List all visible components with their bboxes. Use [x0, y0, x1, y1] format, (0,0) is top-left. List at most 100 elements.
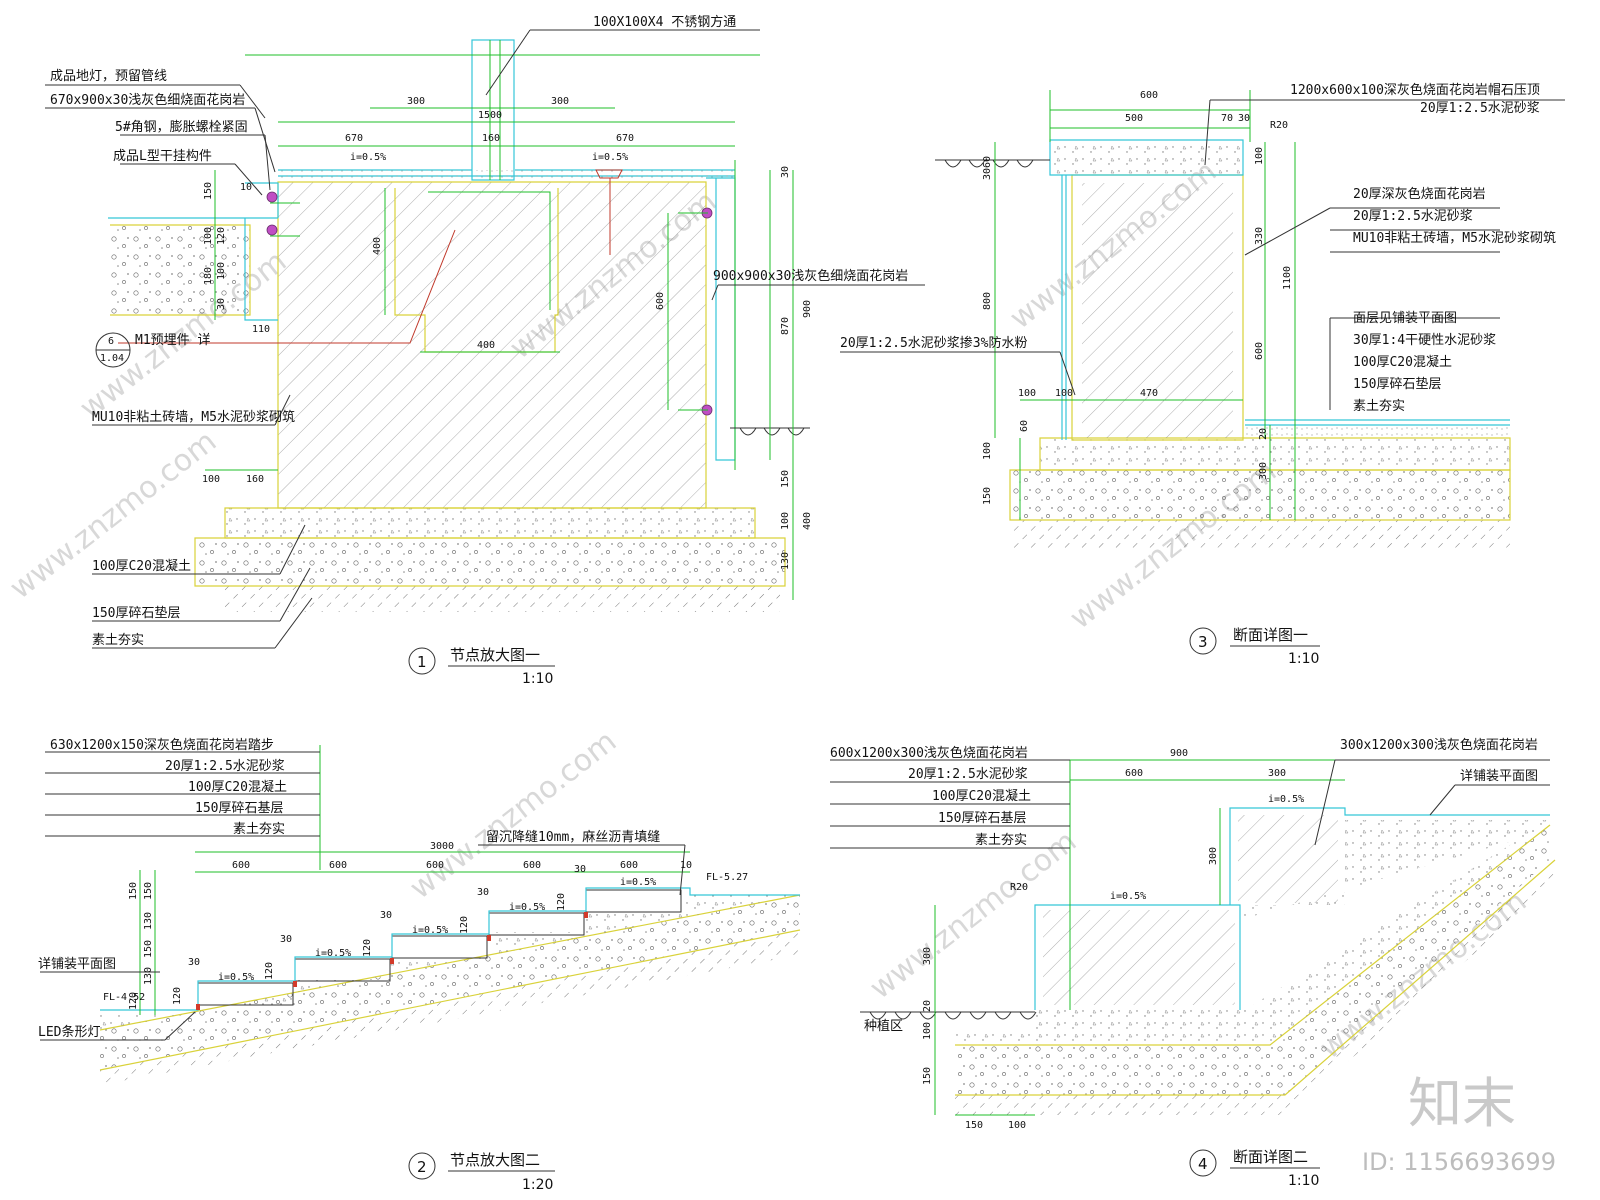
- dim-text: 100: [1254, 147, 1265, 165]
- dim-text: 150: [780, 470, 791, 488]
- dim-text: 1500: [478, 110, 502, 121]
- label-paving-ref: 面层见铺装平面图: [1353, 311, 1457, 326]
- dim-text: R20: [1270, 120, 1288, 131]
- dim-text: 70: [1221, 113, 1233, 124]
- label-granite-600: 600x1200x300浅灰色烧面花岗岩: [830, 745, 1028, 761]
- dim-slope: i=0.5%: [592, 152, 628, 163]
- dim-text: 300: [1258, 462, 1269, 480]
- brick-wall: [1082, 183, 1233, 438]
- dim-text: 400: [802, 512, 813, 530]
- dim-text: 150: [128, 882, 139, 900]
- dim-text: 30: [1238, 113, 1250, 124]
- detail-4-number: 4: [1198, 1155, 1208, 1173]
- dim-text: 1100: [1282, 266, 1293, 290]
- label-soil: 素土夯实: [1353, 399, 1405, 414]
- label-l-hanger: 成品L型干挂构件: [113, 149, 212, 164]
- dim-text: 100: [1008, 1120, 1026, 1131]
- dim-text: 600: [1125, 768, 1143, 779]
- granite-block-upper: [1238, 815, 1338, 903]
- detail-3: 1200x600x100深灰色烧面花岗岩帽石压顶 20厚1:2.5水泥砂浆 20…: [840, 82, 1565, 667]
- label-mortar: 20厚1:2.5水泥砂浆: [908, 767, 1028, 782]
- dim-slope: i=0.5%: [1268, 794, 1304, 805]
- dim-text: 800: [982, 292, 993, 310]
- dim-text: 20: [922, 1000, 933, 1012]
- label-dry-mortar: 30厚1:4干硬性水泥砂浆: [1353, 333, 1496, 348]
- dim-text: 670: [345, 133, 363, 144]
- label-concrete: 100厚C20混凝土: [932, 788, 1031, 804]
- detail-3-scale: 1:10: [1288, 651, 1319, 667]
- dim-slope: i=0.5%: [509, 902, 545, 913]
- label-concrete: 100厚C20混凝土: [188, 779, 287, 795]
- label-soil: 素土夯实: [975, 833, 1027, 848]
- dim-text: 150: [922, 1067, 933, 1085]
- dim-text: 130: [780, 552, 791, 570]
- dim-text: 60: [1019, 420, 1030, 432]
- dim-text: 100: [203, 227, 214, 245]
- dim-text: 20: [1258, 428, 1269, 440]
- dim-text: 300: [551, 96, 569, 107]
- dim-text: 400: [477, 340, 495, 351]
- dim-text: 300: [1268, 768, 1286, 779]
- dim-text: 100: [216, 262, 227, 280]
- label-settlement-joint: 留沉降缝10mm，麻丝沥青填缝: [486, 830, 660, 845]
- dim-text: 100: [1055, 388, 1073, 399]
- label-brick-wall: MU10非粘土砖墙，M5水泥砂浆砌筑: [92, 409, 295, 425]
- dim-text: R20: [1010, 882, 1028, 893]
- gravel-layer: [955, 825, 1550, 1095]
- brick-wall: [278, 182, 706, 508]
- detail-1: 6 1.04 100X100X4 不锈钢方通 成品地灯，预留管线 670x900…: [45, 14, 925, 687]
- label-steel-tube: 100X100X4 不锈钢方通: [593, 14, 736, 30]
- dim-text: 180: [203, 267, 214, 285]
- label-mortar: 20厚1:2.5水泥砂浆: [1353, 209, 1473, 224]
- dim-text: 10: [240, 182, 252, 193]
- label-granite-900: 900x900x30浅灰色细烧面花岗岩: [713, 268, 908, 284]
- label-gravel: 150厚碎石基层: [938, 811, 1026, 826]
- label-granite-300: 300x1200x300浅灰色烧面花岗岩: [1340, 737, 1538, 753]
- dim-text: 400: [372, 237, 383, 255]
- label-soil: 素土夯实: [92, 633, 144, 648]
- dim-slope: i=0.5%: [315, 948, 351, 959]
- dim-text: 150: [143, 882, 154, 900]
- dim-text: 150: [965, 1120, 983, 1131]
- dim-text: 160: [246, 474, 264, 485]
- label-ground-lamp: 成品地灯，预留管线: [50, 69, 167, 84]
- coping-stone: [1050, 142, 1240, 174]
- dim-text: 30: [280, 934, 292, 945]
- level-bottom: FL-4.52: [103, 992, 145, 1003]
- concrete-layer: [225, 508, 755, 538]
- dim-text: 30: [780, 166, 791, 178]
- dim-text: 300: [407, 96, 425, 107]
- dim-text: 100: [922, 1022, 933, 1040]
- label-mortar: 20厚1:2.5水泥砂浆: [165, 759, 285, 774]
- dim-text: 30: [188, 957, 200, 968]
- dim-text: 100: [780, 512, 791, 530]
- detail-2-number: 2: [417, 1158, 427, 1176]
- dim-text: 30: [477, 887, 489, 898]
- dim-text: 600: [1254, 342, 1265, 360]
- label-soil: 素土夯实: [233, 822, 285, 837]
- dim-text: 120: [264, 962, 275, 980]
- left-paving-block: [110, 225, 250, 315]
- detail-2: 630x1200x150深灰色烧面花岗岩踏步 20厚1:2.5水泥砂浆 100厚…: [38, 737, 801, 1193]
- brand-logo-text: 知末: [1408, 1072, 1516, 1135]
- detail-4-title: 断面详图二: [1233, 1148, 1308, 1166]
- dim-text: 30: [216, 298, 227, 310]
- label-concrete: 100厚C20混凝土: [1353, 354, 1452, 370]
- granite-block-lower: [1043, 910, 1235, 1005]
- concrete-layer: [100, 895, 800, 1030]
- soil-layer: [100, 930, 800, 1085]
- dim-text: 30: [380, 910, 392, 921]
- dim-text: 600: [620, 860, 638, 871]
- label-granite-cladding: 20厚深灰色烧面花岗岩: [1353, 186, 1486, 202]
- label-paving-ref: 详铺装平面图: [1460, 769, 1538, 784]
- label-embedded-part: M1预埋件 详: [135, 333, 210, 348]
- dim-text: 600: [1140, 90, 1158, 101]
- dim-slope: i=0.5%: [412, 925, 448, 936]
- level-top: FL-5.27: [706, 872, 748, 883]
- dim-text: 600: [329, 860, 347, 871]
- label-waterproof-mortar: 20厚1:2.5水泥砂浆掺3%防水粉: [840, 335, 1027, 351]
- dim-text: 60: [982, 156, 993, 168]
- dim-text: 110: [252, 324, 270, 335]
- label-brick-wall: MU10非粘土砖墙，M5水泥砂浆砌筑: [1353, 230, 1556, 246]
